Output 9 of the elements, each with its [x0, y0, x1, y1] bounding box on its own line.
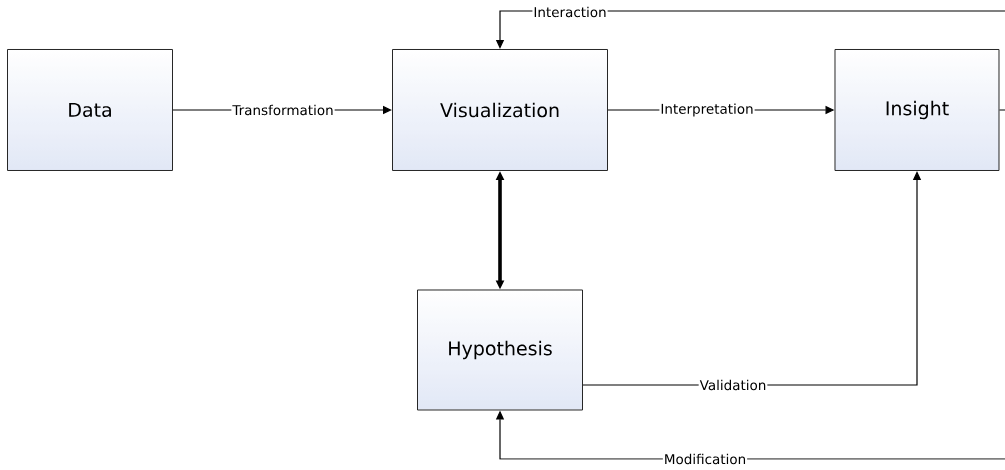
edge-label: Interaction — [532, 5, 608, 19]
process-box: Visualization — [392, 49, 608, 171]
edge-label: Modification — [662, 452, 748, 466]
process-box: Data — [7, 49, 173, 171]
process-box: Insight — [834, 49, 1000, 171]
edge-label: Validation — [698, 378, 768, 392]
process-box: Hypothesis — [417, 289, 583, 411]
edge-label: Transformation — [231, 103, 335, 117]
edge-label: Interpretation — [659, 102, 755, 118]
